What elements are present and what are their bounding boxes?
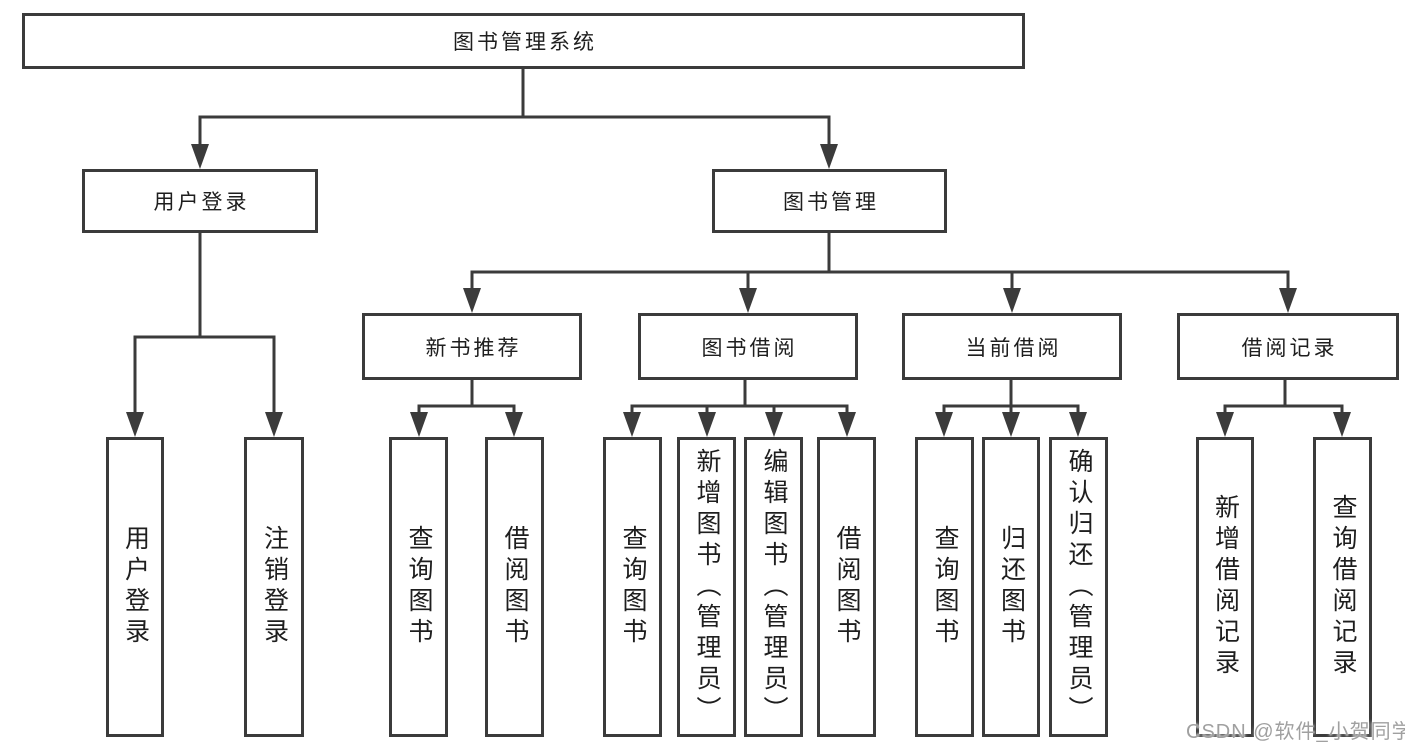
node-label: 查询图书: [931, 525, 959, 649]
node-label: 用户登录: [121, 525, 150, 649]
node-label: 借阅记录: [1241, 336, 1338, 360]
leaf-query-borrow-record: 查询借阅记录: [1313, 437, 1372, 737]
leaf-add-borrow-record: 新增借阅记录: [1196, 437, 1254, 737]
node-label: 新书推荐: [425, 336, 522, 360]
node-label: 图书管理: [783, 191, 879, 214]
node-new-book-recommendation: 新书推荐: [362, 313, 582, 380]
watermark-text: CSDN @软件_小贺同学: [1186, 721, 1405, 743]
node-borrowing-records: 借阅记录: [1177, 313, 1399, 380]
node-current-borrowing: 当前借阅: [902, 313, 1122, 380]
leaf-edit-books-admin: 编辑图书（管理员）: [744, 437, 803, 737]
node-label: 确认归还（管理员）: [1065, 447, 1093, 727]
leaf-user-login: 用户登录: [106, 437, 164, 737]
leaf-query-books-borrowing: 查询图书: [603, 437, 662, 737]
node-label: 查询借阅记录: [1329, 494, 1357, 680]
node-label: 图书管理系统: [453, 31, 597, 54]
node-label: 当前借阅: [965, 336, 1062, 360]
node-label: 借阅图书: [501, 525, 529, 649]
node-user-login: 用户登录: [82, 169, 318, 233]
node-label: 新增图书（管理员）: [693, 447, 721, 727]
leaf-confirm-return-admin: 确认归还（管理员）: [1049, 437, 1108, 737]
node-label: 借阅图书: [833, 525, 861, 649]
node-library-management-system: 图书管理系统: [22, 13, 1025, 69]
leaf-logout-login: 注销登录: [244, 437, 304, 737]
leaf-query-books-recommend: 查询图书: [389, 437, 448, 737]
node-label: 图书借阅: [701, 336, 798, 360]
leaf-add-books-admin: 新增图书（管理员）: [677, 437, 736, 737]
leaf-borrow-books-borrowing: 借阅图书: [817, 437, 876, 737]
node-label: 归还图书: [997, 525, 1026, 649]
node-label: 查询图书: [405, 525, 433, 649]
node-label: 编辑图书（管理员）: [760, 447, 788, 727]
node-book-management: 图书管理: [712, 169, 947, 233]
node-label: 用户登录: [153, 191, 250, 214]
node-label: 查询图书: [619, 525, 647, 649]
node-label: 注销登录: [260, 525, 289, 649]
node-label: 新增借阅记录: [1211, 494, 1240, 680]
node-book-borrowing: 图书借阅: [638, 313, 858, 380]
leaf-query-books-current: 查询图书: [915, 437, 974, 737]
leaf-return-books: 归还图书: [982, 437, 1040, 737]
leaf-borrow-books-recommend: 借阅图书: [485, 437, 544, 737]
